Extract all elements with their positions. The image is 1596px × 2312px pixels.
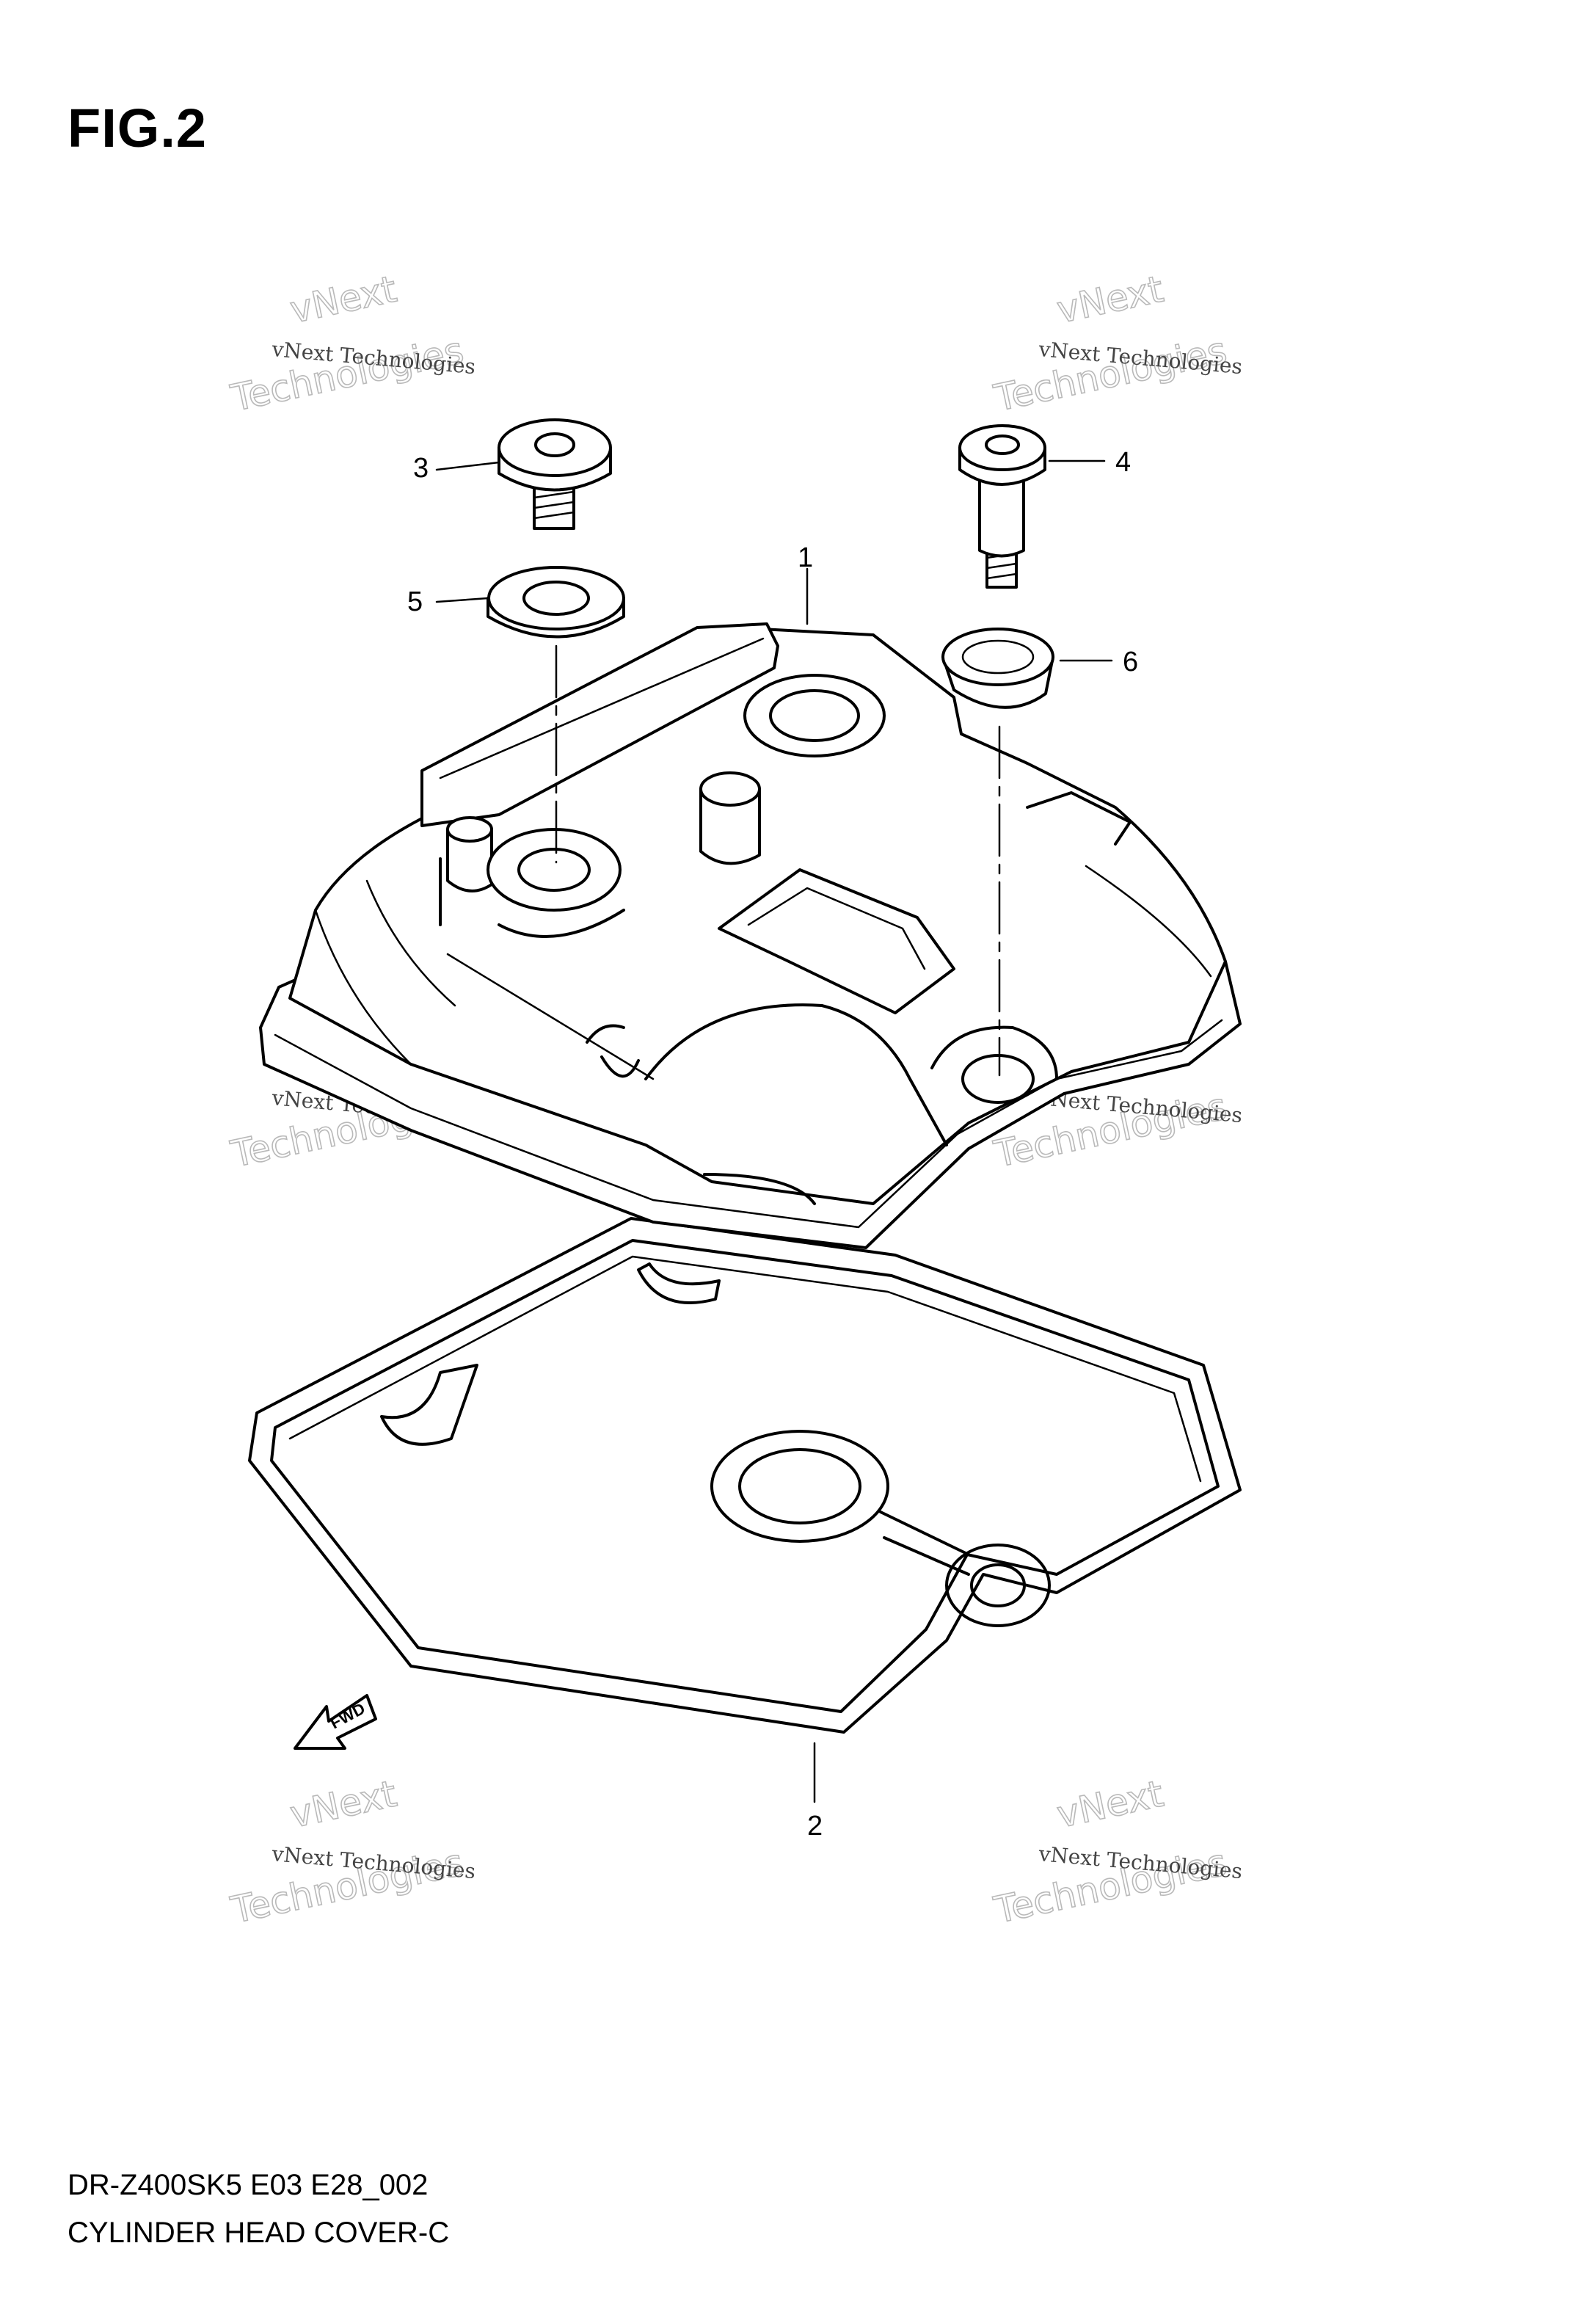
callout-3: 3 xyxy=(413,453,429,484)
figure-title: FIG.2 xyxy=(68,98,208,159)
part-1-cylinder-head-cover xyxy=(259,622,1242,1249)
watermark-bottom-left: vNext Technologies vNext Technologies xyxy=(227,1772,477,1933)
callout-numbers: 1 2 3 4 5 6 xyxy=(407,447,1138,1842)
watermark-bottom-right: vNext Technologies vNext Technologies xyxy=(990,1772,1244,1933)
figure-name: CYLINDER HEAD COVER-C xyxy=(68,2217,450,2249)
watermark-big-1: vNext xyxy=(1053,1773,1167,1836)
watermark-big-1: vNext xyxy=(286,1773,400,1836)
part-5-washer xyxy=(487,566,625,639)
watermark-top-right: vNext Technologies vNext Technologies xyxy=(990,267,1244,421)
forward-direction-arrow: FWD xyxy=(294,1694,377,1750)
watermark-big-1: vNext xyxy=(286,268,400,332)
figure-code: DR-Z400SK5 E03 E28_002 xyxy=(68,2169,429,2201)
watermark-big-1: vNext xyxy=(1053,268,1167,332)
callout-2: 2 xyxy=(807,1811,823,1842)
callout-6: 6 xyxy=(1123,647,1138,677)
callout-5: 5 xyxy=(407,586,423,617)
part-2-gasket xyxy=(248,1217,1242,1734)
part-6-grommet xyxy=(941,628,1054,709)
callout-1: 1 xyxy=(798,542,813,573)
part-3-bolt xyxy=(498,418,612,530)
watermark-top-left: vNext Technologies vNext Technologies xyxy=(227,267,477,421)
part-4-bolt xyxy=(958,424,1046,589)
callout-4: 4 xyxy=(1115,447,1131,478)
leader-lines xyxy=(435,459,1113,1803)
